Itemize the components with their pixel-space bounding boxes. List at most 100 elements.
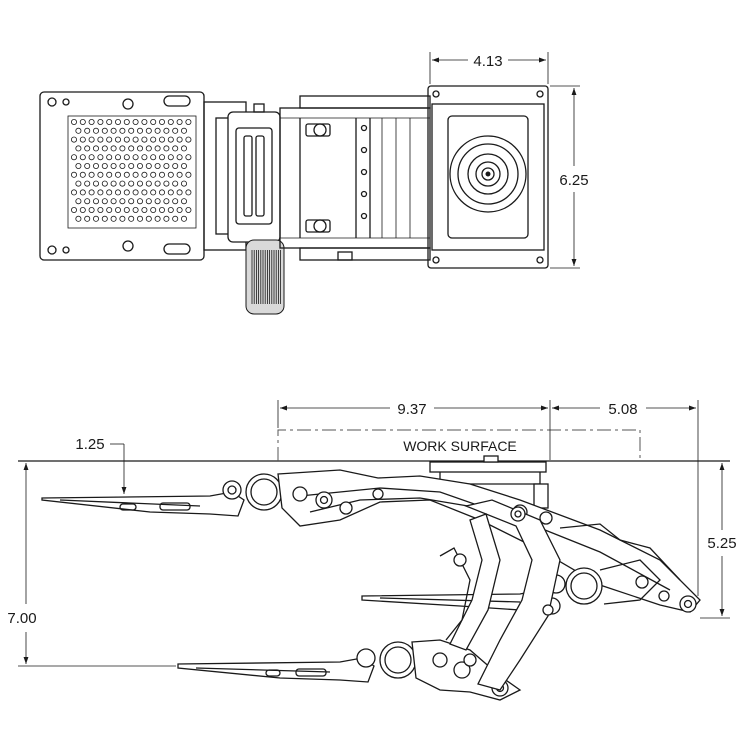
dim-plate-height: 6.25: [559, 172, 588, 189]
mount-hole: [122, 240, 134, 252]
perforation-hole: [185, 171, 192, 178]
dim-below-surface: 1.25: [75, 436, 104, 453]
tray-lower-position: [177, 639, 522, 701]
perforation-hole: [141, 136, 148, 143]
perforation-hole: [141, 171, 148, 178]
perforation-hole: [145, 180, 152, 187]
pivot-bolt: [313, 123, 327, 137]
perforation-hole: [119, 215, 126, 222]
perforation-hole: [119, 180, 126, 187]
arm-rail-top: [299, 95, 431, 109]
perforation-hole: [136, 198, 143, 205]
perforation-hole: [176, 136, 183, 143]
perforation-hole: [101, 162, 108, 169]
dim-mount-depth: 5.25: [707, 535, 736, 552]
perforation-hole: [132, 189, 139, 196]
perforation-hole: [106, 119, 113, 126]
perforation-hole: [167, 206, 174, 213]
perforation-hole: [163, 198, 170, 205]
perforation-hole: [167, 119, 174, 126]
lever-slot-left: [243, 135, 253, 217]
perforation-hole: [180, 127, 187, 134]
perforation-hole: [128, 215, 135, 222]
perforation-hole: [136, 215, 143, 222]
perforation-hole: [115, 189, 122, 196]
perforation-hole: [101, 198, 108, 205]
perforation-hole: [79, 119, 86, 126]
perforation-hole: [123, 189, 130, 196]
perforation-hole: [115, 171, 122, 178]
perforation-hole: [88, 119, 95, 126]
perforation-hole: [93, 198, 100, 205]
perforation-hole: [101, 145, 108, 152]
perforation-hole: [150, 136, 157, 143]
perforation-hole: [75, 127, 82, 134]
perforation-hole: [106, 136, 113, 143]
perforation-hole: [128, 198, 135, 205]
side-view: WORK SURFACE: [7, 400, 737, 701]
perforation-hole: [84, 127, 91, 134]
perforation-hole: [75, 145, 82, 152]
perforation-hole: [176, 171, 183, 178]
perforation-hole: [132, 206, 139, 213]
perforation-hole: [154, 127, 161, 134]
perforation-hole: [106, 206, 113, 213]
work-surface-label: WORK SURFACE: [403, 438, 517, 454]
perforation-hole: [97, 171, 104, 178]
perforation-hole: [163, 127, 170, 134]
perforation-hole: [115, 154, 122, 161]
perforation-hole: [154, 180, 161, 187]
perforation-hole: [84, 145, 91, 152]
perforation-hole: [150, 119, 157, 126]
perforation-hole: [154, 198, 161, 205]
perforation-hole: [119, 145, 126, 152]
perforation-hole: [75, 180, 82, 187]
perforation-hole: [172, 215, 179, 222]
perforation-hole: [123, 171, 130, 178]
perforation-hole: [163, 145, 170, 152]
perforation-hole: [185, 206, 192, 213]
perforation-hole: [180, 145, 187, 152]
perforation-hole: [154, 145, 161, 152]
perforation-hole: [101, 127, 108, 134]
perforation-hole: [119, 162, 126, 169]
perforation-hole: [71, 154, 78, 161]
perforation-hole: [132, 154, 139, 161]
perforation-hole: [185, 154, 192, 161]
dim-total-drop: 7.00: [7, 610, 36, 627]
perforation-hole: [150, 189, 157, 196]
mount-hole: [62, 98, 70, 106]
perforation-hole: [84, 162, 91, 169]
perforation-hole: [123, 119, 130, 126]
perforation-hole: [158, 189, 165, 196]
perforation-hole: [88, 189, 95, 196]
swing-link-inner: [449, 513, 501, 651]
perforation-hole: [110, 145, 117, 152]
perforation-hole: [185, 136, 192, 143]
perforation-hole: [79, 206, 86, 213]
perforation-hole: [97, 154, 104, 161]
perforation-hole: [71, 189, 78, 196]
mount-hole: [47, 245, 57, 255]
perforation-hole: [132, 119, 139, 126]
perforation-hole: [79, 189, 86, 196]
release-lever: [235, 127, 273, 225]
perforation-hole: [172, 180, 179, 187]
perforation-hole: [128, 162, 135, 169]
perforation-hole: [79, 154, 86, 161]
perforation-hole: [88, 136, 95, 143]
perforation-hole: [93, 162, 100, 169]
perforation-hole: [115, 206, 122, 213]
perforation-hole: [136, 162, 143, 169]
perforation-hole: [75, 162, 82, 169]
perforation-hole: [106, 189, 113, 196]
perforation-hole: [93, 215, 100, 222]
perforation-hole: [180, 162, 187, 169]
perforation-hole: [172, 198, 179, 205]
perforation-hole: [110, 215, 117, 222]
perforation-hole: [110, 127, 117, 134]
perforation-hole: [158, 171, 165, 178]
perforation-hole: [71, 119, 78, 126]
perforation-hole: [176, 119, 183, 126]
